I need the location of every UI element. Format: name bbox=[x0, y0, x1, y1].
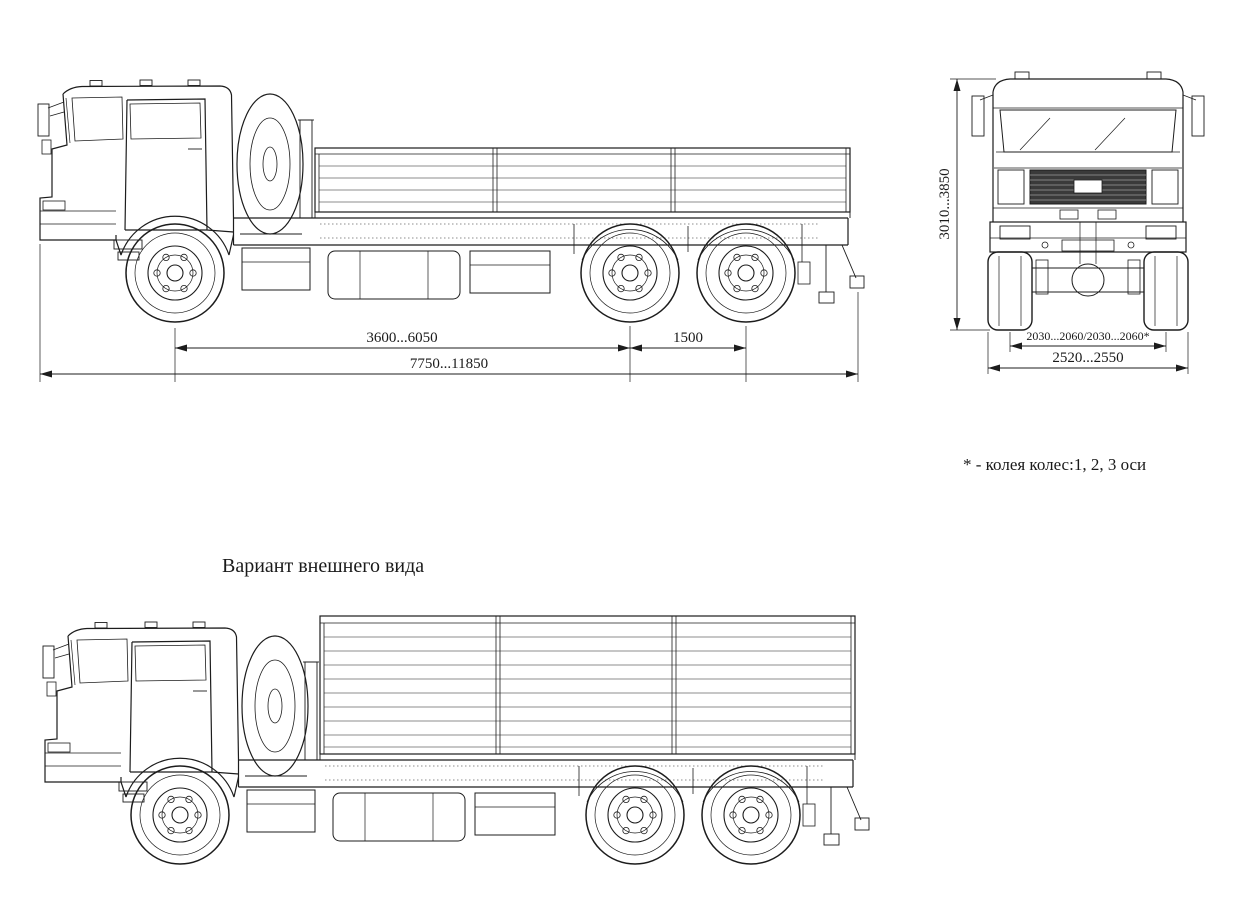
dim-overall-length-label: 7750...11850 bbox=[410, 356, 488, 372]
cargo-body-low bbox=[314, 147, 851, 218]
grille bbox=[1029, 169, 1147, 205]
truck-chassis bbox=[38, 80, 864, 322]
front-view bbox=[971, 71, 1205, 331]
front-wheel-left bbox=[987, 251, 1033, 331]
dim-wheelbase-label: 3600...6050 bbox=[366, 330, 437, 346]
front-wheel-right bbox=[1143, 251, 1189, 331]
variant-caption: Вариант внешнего вида bbox=[222, 555, 424, 577]
side-view-variant bbox=[43, 615, 869, 864]
brand-logo bbox=[1073, 179, 1103, 194]
fog-lamp-left bbox=[999, 225, 1031, 240]
truck-chassis-variant bbox=[43, 622, 869, 864]
dim-height-label: 3010...3850 bbox=[937, 168, 953, 239]
footnote: * - колея колес:1, 2, 3 оси bbox=[963, 455, 1146, 474]
cargo-body-high bbox=[319, 615, 856, 760]
dim-overall-width-label: 2520...2550 bbox=[1052, 350, 1123, 366]
dim-rear-bogie-label: 1500 bbox=[673, 330, 703, 346]
side-view-dimensions: 3600...6050 1500 7750...11850 bbox=[39, 244, 859, 382]
fog-lamp-right bbox=[1145, 225, 1177, 240]
front-view-dimensions: 3010...3850 2030...2060/2030...2060* 252… bbox=[937, 78, 1189, 374]
dim-wheel-track-label: 2030...2060/2030...2060* bbox=[1026, 329, 1149, 343]
side-view-top bbox=[38, 80, 864, 322]
